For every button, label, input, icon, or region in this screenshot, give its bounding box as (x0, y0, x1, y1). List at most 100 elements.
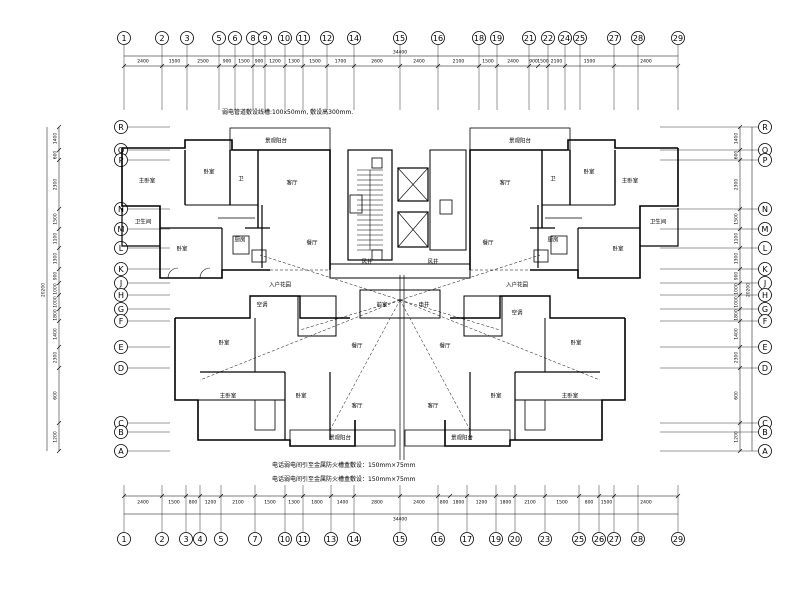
dim-value: 900 (734, 272, 740, 281)
axis-label-bottom: 23 (540, 535, 550, 544)
room-label-entry: 入户花园 (269, 281, 292, 289)
axis-label-left: K (118, 265, 124, 274)
dim-tick (218, 493, 224, 499)
room-label-balcony: 景观阳台 (265, 137, 288, 145)
dim-value: 1100 (734, 233, 740, 245)
upper-left-wall (121, 208, 160, 247)
dim-value: 1400 (53, 328, 59, 340)
dim-value: 900 (529, 59, 538, 65)
upper-right-balcony (469, 127, 571, 151)
dim-tick (737, 266, 743, 272)
axis-label-left: H (118, 291, 124, 300)
axis-bubble (179, 532, 193, 546)
upper-left-outer-wall (121, 148, 270, 279)
lower-left-balcony (289, 429, 396, 447)
axis-bubble (489, 532, 503, 546)
axis-bubble-right (758, 361, 772, 375)
dim-tick (397, 493, 403, 499)
room-label-bedroom: 卧室 (612, 245, 624, 253)
lower-left-wall (175, 295, 350, 319)
axis-label-bottom: 28 (633, 535, 643, 544)
dim-tick (675, 63, 681, 69)
dim-value: 800 (189, 500, 198, 506)
axis-bubble (572, 532, 586, 546)
axis-bubble (671, 532, 685, 546)
axis-label-left: D (118, 364, 124, 373)
axis-bubble-right (758, 340, 772, 354)
dim-tick (737, 318, 743, 324)
dim-tick (183, 493, 189, 499)
axis-label-top: 28 (633, 34, 643, 43)
axis-bubble (538, 532, 552, 546)
axis-bubble-left (114, 444, 128, 458)
axis-bubble (180, 31, 194, 45)
axis-label-bottom: 29 (673, 535, 683, 544)
axis-bubble-right (758, 120, 772, 134)
axis-bubble (228, 31, 242, 45)
room-label-bedroom: 卧室 (203, 168, 215, 176)
axis-label-right: H (762, 291, 768, 300)
door-swing (199, 267, 211, 279)
axis-label-left: A (118, 447, 124, 456)
dim-value: 2500 (197, 59, 209, 65)
dim-value: 1400 (734, 328, 740, 340)
room-label-master: 主卧室 (562, 392, 579, 400)
dim-value: 600 (53, 391, 59, 400)
well-box (349, 194, 363, 214)
dim-value: 2800 (371, 500, 383, 506)
upper-right-outer-wall (530, 148, 679, 279)
axis-bubble (631, 532, 645, 546)
dim-tick (535, 63, 541, 69)
dim-value: 1500 (734, 213, 740, 225)
axis-bubble (592, 532, 606, 546)
axis-label-bottom: 20 (510, 535, 520, 544)
dim-value: 1100 (53, 233, 59, 245)
dim-tick (542, 493, 548, 499)
axis-bubble (431, 31, 445, 45)
dim-value: 1500 (169, 59, 181, 65)
dim-value: 2400 (137, 59, 149, 65)
dim-total-left: 20200 (41, 283, 47, 297)
dim-value: 800 (440, 500, 449, 506)
upper-left-balcony (229, 127, 331, 151)
room-label-kitchen: 厨房 (547, 236, 559, 244)
room-label-well: 风井 (427, 258, 439, 266)
dim-tick (56, 226, 62, 232)
dim-tick (282, 493, 288, 499)
dim-tick (252, 493, 258, 499)
axis-bubble-left (114, 153, 128, 167)
dim-tick (351, 63, 357, 69)
room-label-living: 客厅 (427, 402, 439, 410)
dim-value: 2400 (413, 59, 425, 65)
dim-tick (545, 63, 551, 69)
dim-tick (737, 280, 743, 286)
axis-bubble (212, 31, 226, 45)
axis-label-right: D (762, 364, 768, 373)
room-labels: 景观阳台景观阳台主卧室卧室卫客厅餐厅卧室厨房卫生间主卧室卧室卫客厅餐厅卧室厨房卫… (135, 137, 667, 442)
dim-tick (324, 63, 330, 69)
dim-tick (397, 63, 403, 69)
axis-label-right: N (762, 205, 768, 214)
axis-bubble (631, 31, 645, 45)
dim-value: 2300 (734, 179, 740, 191)
lower-right-wall (450, 295, 625, 319)
axis-bubble-left (114, 222, 128, 236)
axis-label-right: E (762, 343, 767, 352)
dim-tick (197, 493, 203, 499)
axis-bubble-left (114, 120, 128, 134)
axis-bubble-left (114, 262, 128, 276)
room-label-bath: 卫 (238, 176, 244, 183)
dim-value: 1000 (53, 283, 59, 295)
dim-value: 1400 (337, 500, 349, 506)
axis-bubble (155, 532, 169, 546)
room-label-bedroom: 卧室 (570, 339, 582, 347)
dim-tick (56, 124, 62, 130)
dim-tick (351, 493, 357, 499)
axis-label-bottom: 19 (491, 535, 501, 544)
room-label-well: 风井 (361, 258, 373, 266)
dim-tick (232, 63, 238, 69)
axis-bubble-right (758, 314, 772, 328)
dim-tick (56, 365, 62, 371)
axis-label-bottom: 25 (574, 535, 584, 544)
